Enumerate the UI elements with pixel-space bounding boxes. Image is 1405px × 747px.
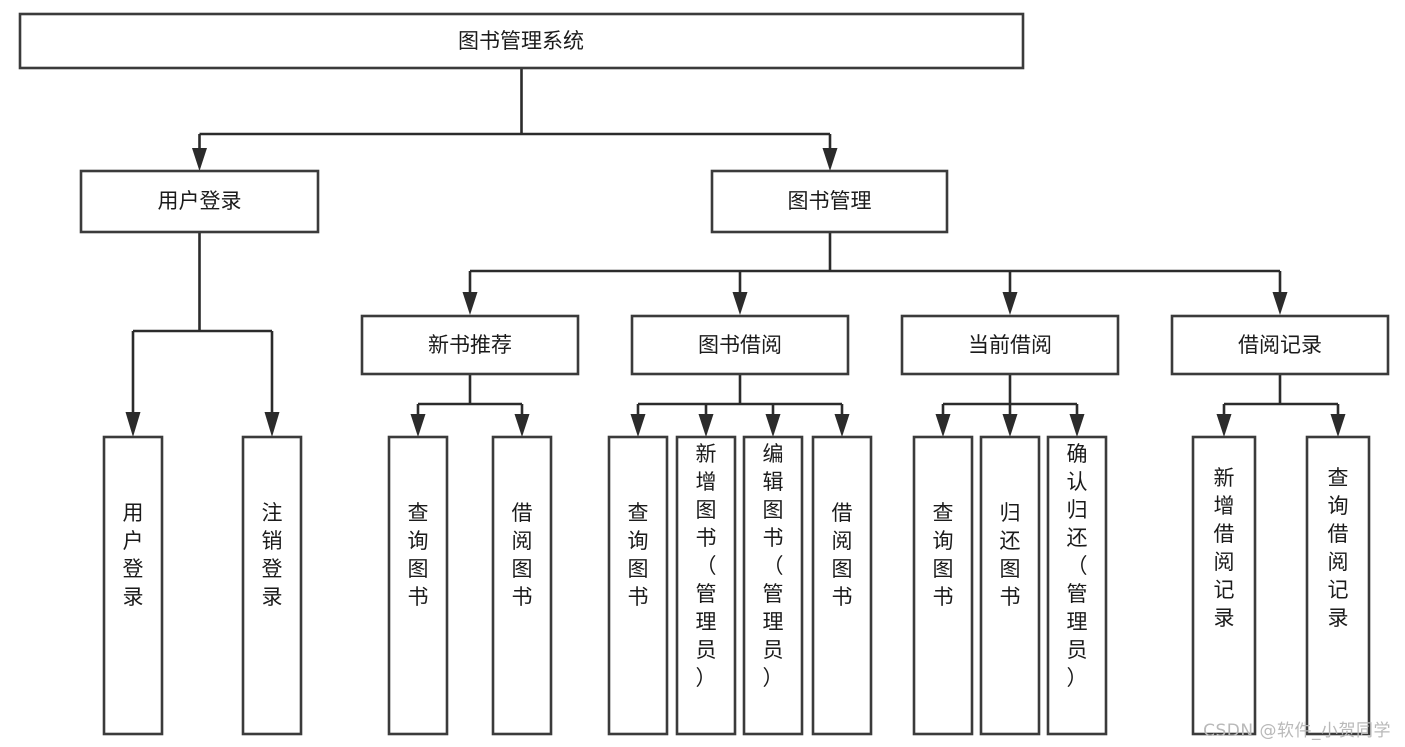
node-leaf-edit-book[interactable]: 编辑图书（管理员） <box>742 435 804 736</box>
node-leaf-logout-label: 注销登录 <box>262 501 283 609</box>
node-book-borrow-label: 图书借阅 <box>698 333 782 357</box>
edge-root-to-level1 <box>192 68 838 171</box>
edge-bookmanage-to-level2 <box>462 232 1288 315</box>
node-root[interactable]: 图书管理系统 <box>18 12 1025 70</box>
node-leaf-query-record[interactable]: 查询借阅记录 <box>1305 435 1371 736</box>
node-leaf-add-record-label: 新增借阅记录 <box>1214 466 1235 630</box>
node-borrow-record[interactable]: 借阅记录 <box>1170 314 1390 376</box>
connector-layer <box>125 68 1346 437</box>
node-book-manage[interactable]: 图书管理 <box>710 169 949 234</box>
node-leaf-user-login[interactable]: 用户登录 <box>102 435 164 736</box>
node-leaf-add-book[interactable]: 新增图书（管理员） <box>675 435 737 736</box>
edge-currentborrow-to-leaves <box>935 374 1085 437</box>
node-leaf-return-book[interactable]: 归还图书 <box>979 435 1041 736</box>
node-current-borrow-label: 当前借阅 <box>968 333 1052 357</box>
edge-borrowrecord-to-leaves <box>1216 374 1346 437</box>
node-leaf-add-book-label: 新增图书（管理员） <box>696 442 717 690</box>
node-leaf-query-book-1-label: 查询图书 <box>408 501 429 609</box>
node-leaf-borrow-book-1-label: 借阅图书 <box>512 501 533 609</box>
node-leaf-query-book-3-label: 查询图书 <box>933 501 954 609</box>
node-leaf-query-book-3[interactable]: 查询图书 <box>912 435 974 736</box>
node-leaf-query-book-1[interactable]: 查询图书 <box>387 435 449 736</box>
node-leaf-return-book-label: 归还图书 <box>1000 501 1021 609</box>
node-new-book-rec-label: 新书推荐 <box>428 333 512 357</box>
node-leaf-borrow-book-2-label: 借阅图书 <box>832 501 853 609</box>
node-book-manage-label: 图书管理 <box>788 189 872 213</box>
node-leaf-user-login-label: 用户登录 <box>123 501 144 609</box>
node-leaf-logout[interactable]: 注销登录 <box>241 435 303 736</box>
node-leaf-confirm-return-label: 确认归还（管理员） <box>1067 442 1088 690</box>
node-root-label: 图书管理系统 <box>458 29 584 53</box>
node-leaf-borrow-book-1[interactable]: 借阅图书 <box>491 435 553 736</box>
node-leaf-query-record-label: 查询借阅记录 <box>1328 466 1349 630</box>
node-leaf-add-record[interactable]: 新增借阅记录 <box>1191 435 1257 736</box>
node-user-login[interactable]: 用户登录 <box>79 169 320 234</box>
edge-bookborrow-to-leaves <box>630 374 850 437</box>
node-leaf-query-book-2-label: 查询图书 <box>628 501 649 609</box>
node-new-book-rec[interactable]: 新书推荐 <box>360 314 580 376</box>
edge-userlogin-to-leaves <box>125 232 280 437</box>
node-leaf-confirm-return[interactable]: 确认归还（管理员） <box>1046 435 1108 736</box>
node-user-login-label: 用户登录 <box>158 189 242 213</box>
node-borrow-record-label: 借阅记录 <box>1238 333 1322 357</box>
node-book-borrow[interactable]: 图书借阅 <box>630 314 850 376</box>
edge-newbook-to-leaves <box>410 374 530 437</box>
csdn-watermark: CSDN @软件_小贺同学 <box>1203 721 1391 741</box>
node-leaf-query-book-2[interactable]: 查询图书 <box>607 435 669 736</box>
node-current-borrow[interactable]: 当前借阅 <box>900 314 1120 376</box>
node-leaf-edit-book-label: 编辑图书（管理员） <box>763 442 784 690</box>
node-leaf-borrow-book-2[interactable]: 借阅图书 <box>811 435 873 736</box>
